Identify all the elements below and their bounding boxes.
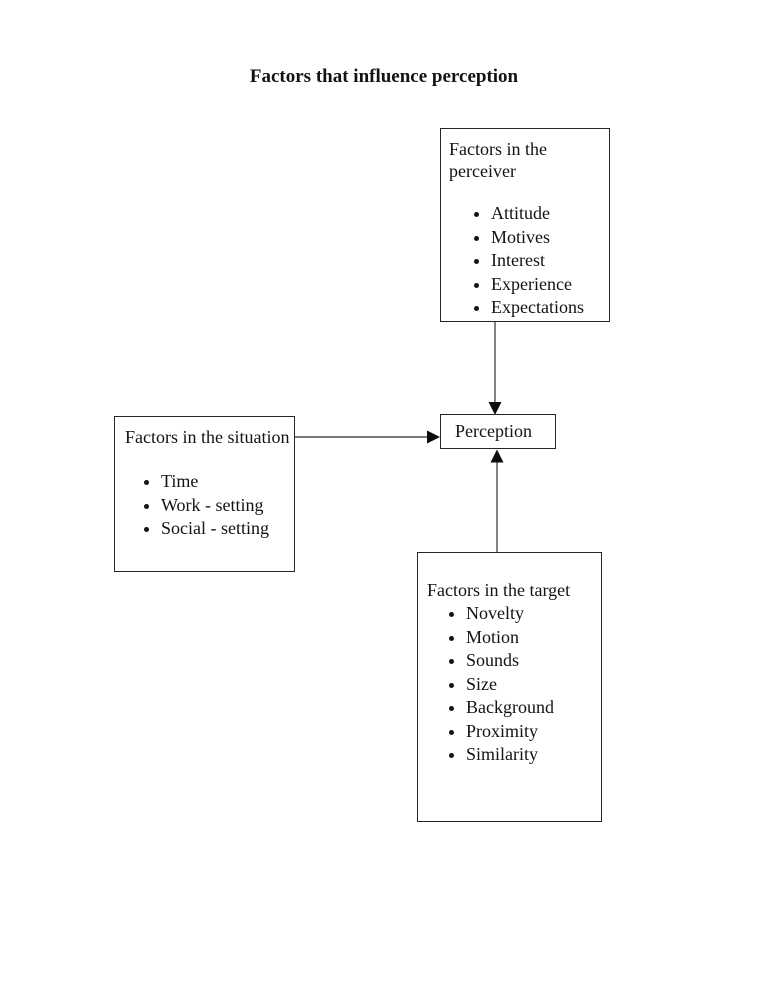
arrow-right-icon [427, 430, 440, 444]
target-heading: Factors in the target [427, 580, 571, 600]
list-item: Novelty [466, 602, 601, 626]
perception-label: Perception [455, 421, 532, 441]
target-list: Novelty Motion Sounds Size Background Pr… [418, 602, 601, 767]
list-item: Motion [466, 626, 601, 650]
arrow-up-icon [490, 449, 504, 463]
situation-heading: Factors in the situation [125, 427, 290, 447]
list-item: Time [161, 470, 294, 494]
list-item: Experience [491, 273, 609, 297]
list-item: Motives [491, 226, 609, 250]
list-item: Interest [491, 249, 609, 273]
list-item: Work - setting [161, 494, 294, 518]
list-item: Similarity [466, 743, 601, 767]
perceiver-heading: Factors in the perceiver [449, 139, 547, 181]
list-item: Social - setting [161, 517, 294, 541]
perceiver-box: Factors in the perceiver Attitude Motive… [440, 128, 610, 322]
situation-list: Time Work - setting Social - setting [115, 470, 294, 541]
list-item: Proximity [466, 720, 601, 744]
list-item: Background [466, 696, 601, 720]
page-title: Factors that influence perception [249, 66, 519, 87]
perception-box: Perception [440, 414, 556, 449]
list-item: Expectations [491, 296, 609, 320]
list-item: Sounds [466, 649, 601, 673]
list-item: Size [466, 673, 601, 697]
list-item: Attitude [491, 202, 609, 226]
perceiver-list: Attitude Motives Interest Experience Exp… [441, 202, 609, 320]
target-box: Factors in the target Novelty Motion Sou… [417, 552, 602, 822]
situation-box: Factors in the situation Time Work - set… [114, 416, 295, 572]
